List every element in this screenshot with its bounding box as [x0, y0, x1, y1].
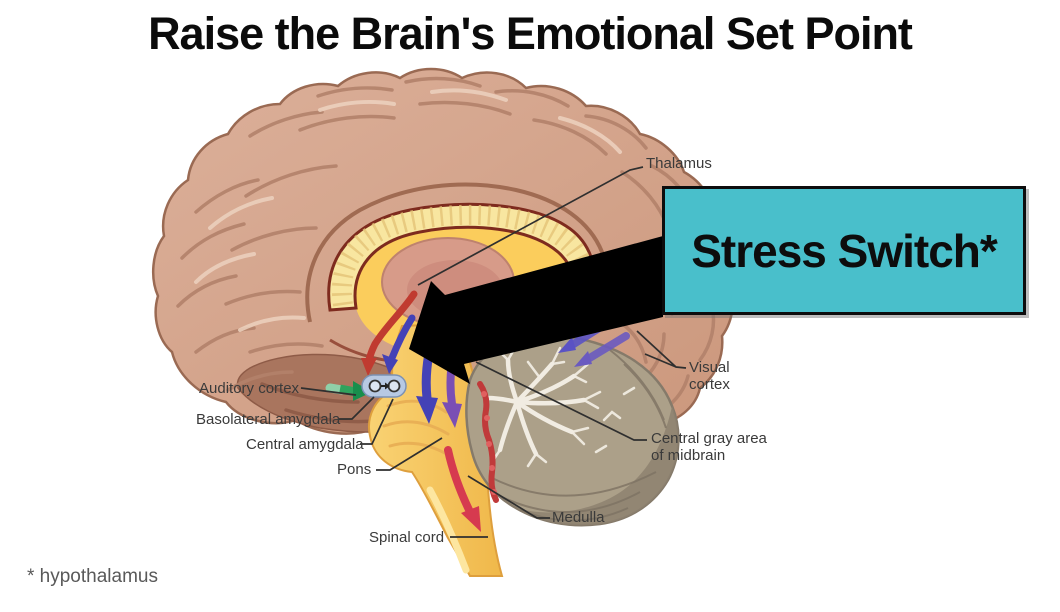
leader-lines — [300, 166, 687, 538]
label-spinal-cord: Spinal cord — [369, 529, 445, 546]
leader-basolateral-amygdala — [338, 396, 375, 420]
gyri-highlights — [194, 88, 622, 332]
label-basolateral-amygdala: Basolateral amygdala — [196, 411, 341, 428]
blue-arrow-pons-head — [416, 396, 438, 424]
purple-arrow-pons-head — [442, 402, 462, 428]
label-visual-cortex: Visual cortex — [689, 359, 730, 393]
label-pons: Pons — [337, 461, 372, 478]
label-visual-cortex-line1: Visual — [689, 359, 730, 376]
red-arrow-upper-head — [361, 358, 377, 376]
label-auditory-cortex: Auditory cortex — [199, 380, 300, 397]
leader-pons — [376, 437, 443, 471]
leader-auditory-cortex — [300, 387, 357, 396]
blue-arrow-amygdala-head — [382, 354, 398, 374]
label-medulla: Medulla — [552, 509, 605, 526]
vertebral-artery — [477, 381, 499, 503]
label-central-gray: Central gray area of midbrain — [651, 430, 767, 464]
label-central-gray-line1: Central gray area — [651, 430, 767, 447]
label-thalamus: Thalamus — [646, 155, 712, 172]
stress-arrow[interactable] — [409, 236, 663, 384]
pons-striations — [382, 399, 452, 458]
blue-streak-1-head — [558, 337, 576, 353]
leader-thalamus — [417, 166, 644, 286]
stress-switch-label: Stress Switch* — [691, 224, 998, 277]
slide-title[interactable]: Raise the Brain's Emotional Set Point — [148, 8, 913, 59]
leader-visual-cortex — [636, 330, 687, 369]
red-arrow-upper — [365, 290, 418, 364]
label-visual-cortex-line2: cortex — [689, 376, 730, 393]
label-central-amygdala: Central amygdala — [246, 436, 364, 453]
medulla-highlight — [426, 486, 470, 574]
leader-central-amygdala — [360, 398, 394, 445]
cerebellum-dark-crescent — [516, 406, 679, 526]
gyri-creases — [176, 76, 721, 424]
blue-streak-2 — [584, 332, 630, 363]
leader-central-gray — [475, 361, 647, 441]
blue-arrow-amygdala — [388, 314, 416, 362]
leader-medulla — [467, 475, 550, 519]
artery-beads — [481, 391, 497, 495]
stress-switch-callout[interactable]: Stress Switch* — [662, 186, 1026, 315]
amygdala-icon — [361, 374, 407, 398]
blue-streak-2-head — [574, 351, 592, 367]
label-central-gray-line2: of midbrain — [651, 447, 726, 464]
red-arrow-medulla-head — [461, 506, 481, 532]
footnote-hypothalamus[interactable]: * hypothalamus — [27, 566, 158, 587]
